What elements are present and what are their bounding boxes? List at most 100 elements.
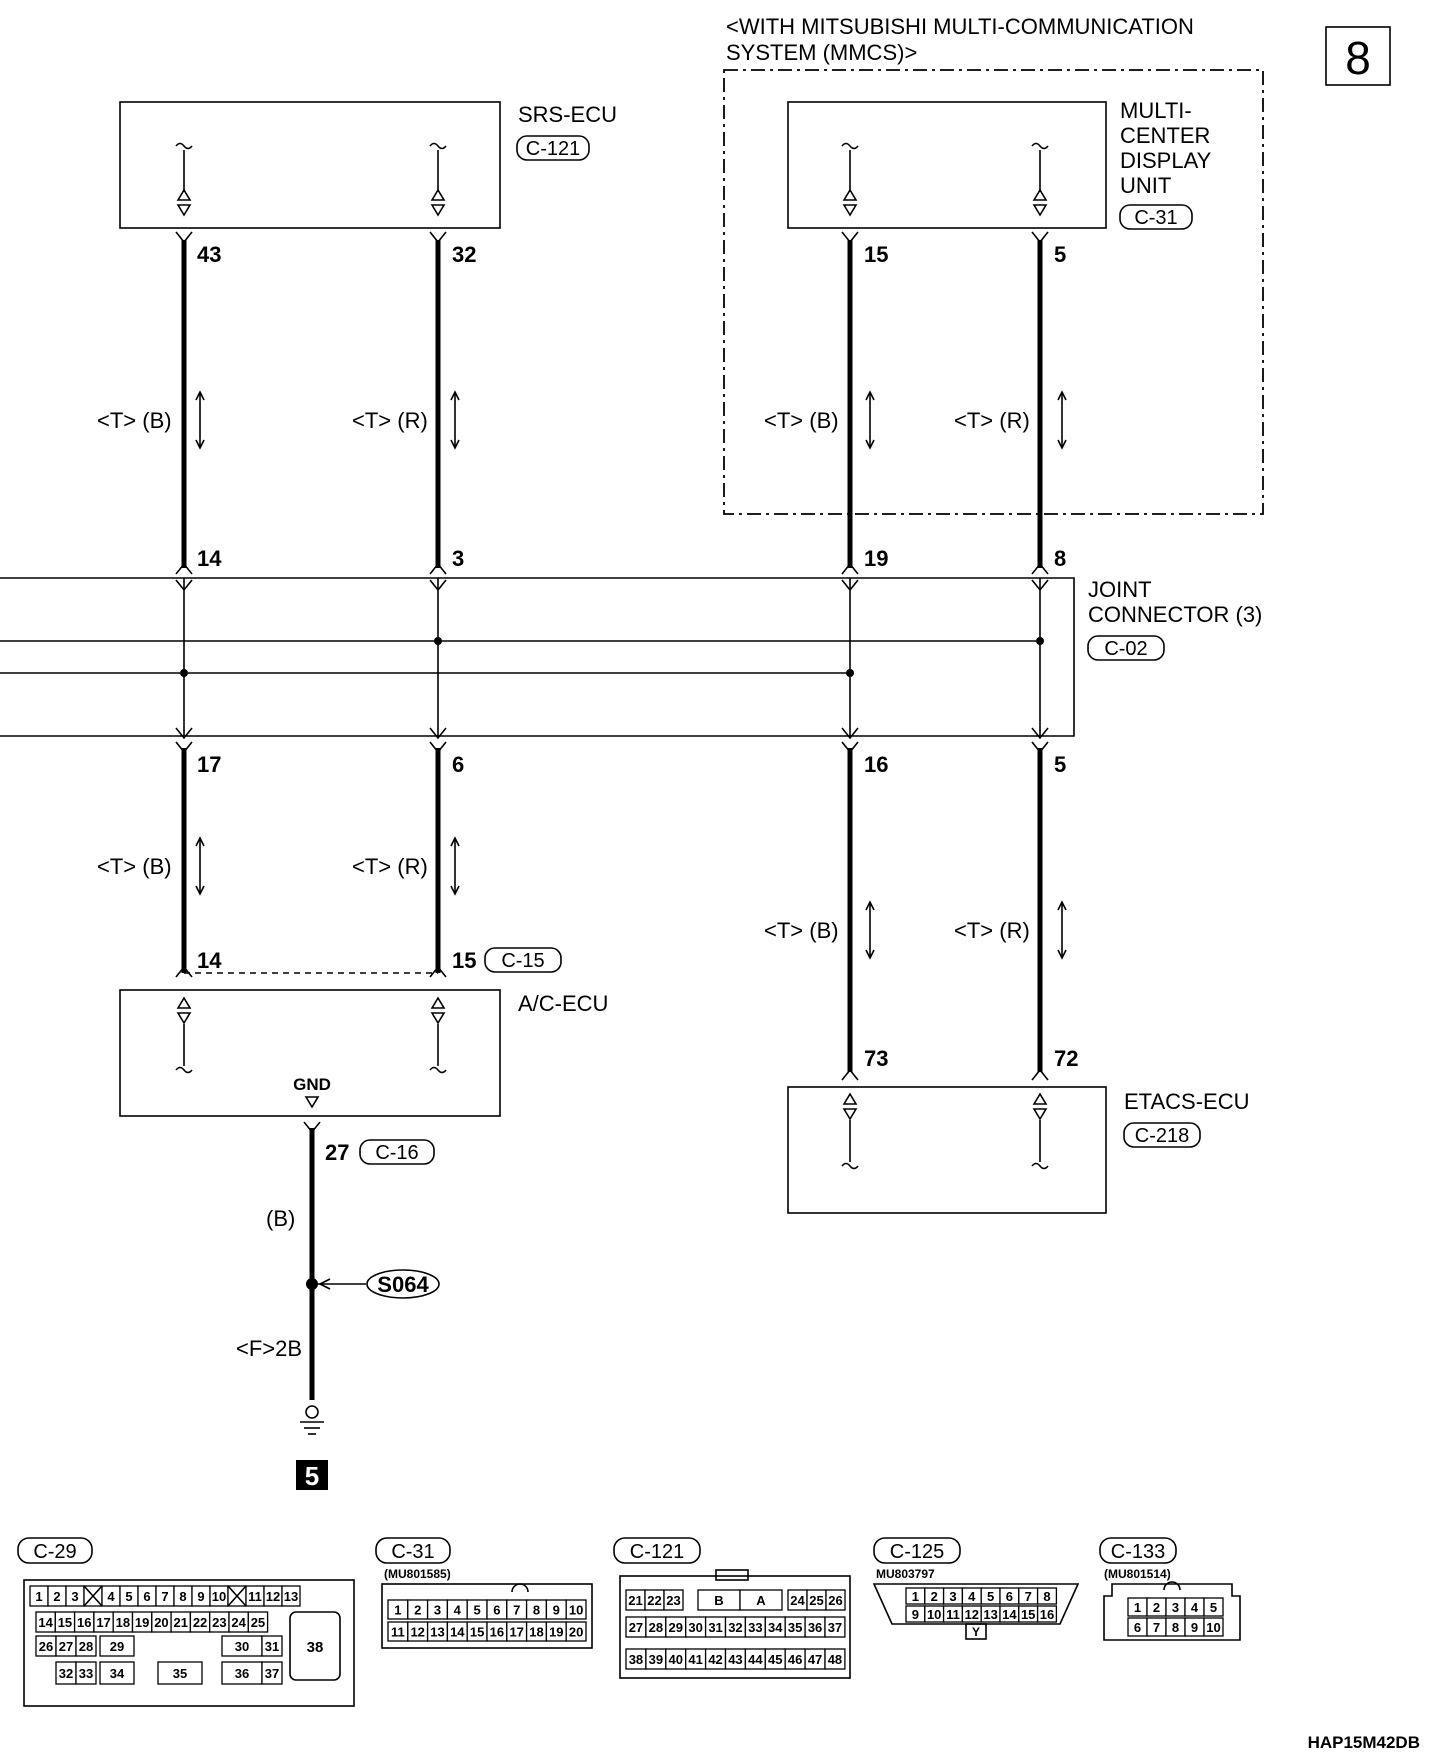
connector-pin: 38	[629, 1652, 643, 1667]
connector-pin: 17	[96, 1615, 110, 1630]
connector-pin: 29	[110, 1639, 124, 1654]
connector-pin-cell	[824, 1648, 846, 1670]
connector-pin: 14	[38, 1615, 53, 1630]
connector-pin: 2	[53, 1589, 60, 1604]
connector-pin: 12	[266, 1589, 280, 1604]
srs-pin32-terminal-icon	[429, 142, 447, 217]
connector-pin: 7	[513, 1603, 520, 1618]
connector-pin: 21	[174, 1615, 188, 1630]
connector-pin-cell	[1036, 1605, 1058, 1623]
wire-color-label: <T> (B)	[764, 408, 839, 433]
connector-pin: 11	[946, 1607, 960, 1622]
connector-pin: 18	[529, 1625, 543, 1640]
ac-ecu-label: A/C-ECU	[518, 991, 608, 1016]
connector-pin: 22	[193, 1615, 207, 1630]
connector-pin: 11	[391, 1625, 405, 1640]
connector-pin: 5	[1210, 1600, 1217, 1615]
connector-pin: 24	[231, 1615, 246, 1630]
etacs-ecu: ETACS-ECU C-218	[787, 1086, 1250, 1214]
pin-label: 15	[452, 948, 476, 973]
connector-pin: B	[714, 1593, 723, 1608]
blank-cavity-icon	[227, 1585, 247, 1607]
pin-label: 72	[1054, 1046, 1078, 1071]
joint-connector-id: C-02	[1104, 638, 1147, 660]
pin-label: 32	[452, 242, 476, 267]
connector-pin: 19	[135, 1615, 149, 1630]
connector-pin: 13	[284, 1589, 298, 1604]
connector-pin: 14	[1002, 1607, 1017, 1622]
connector-pin: 22	[647, 1593, 661, 1608]
connector-pin: 2	[931, 1589, 938, 1604]
connector-pin: 26	[828, 1593, 842, 1608]
connector-pin: 34	[110, 1666, 125, 1681]
connector-pin-cell	[1203, 1617, 1224, 1637]
connector-pin: 25	[809, 1593, 823, 1608]
pin-label: 5	[1054, 242, 1066, 267]
connector-pin-cell	[663, 1589, 684, 1611]
ac-ecu: A/C-ECU GND C-15	[119, 947, 608, 1117]
mcdu-label-1: MULTI-	[1120, 98, 1192, 123]
connector-pin: 3	[949, 1589, 956, 1604]
connector-pin: A	[756, 1593, 766, 1608]
connector-pin: 21	[628, 1593, 642, 1608]
wire-color-label: <T> (B)	[97, 854, 172, 879]
etacs-ecu-connector-id: C-218	[1135, 1125, 1189, 1147]
ac-ecu-gnd-label: GND	[293, 1075, 331, 1094]
connector-pin: 5	[987, 1589, 994, 1604]
bidirectional-arrow-icon	[1057, 390, 1067, 450]
connector-pin: 23	[212, 1615, 226, 1630]
connector-pin: 5	[473, 1603, 480, 1618]
bidirectional-arrows	[195, 390, 1067, 960]
joint-connector: JOINT CONNECTOR (3) C-02	[0, 577, 1262, 737]
mcdu-pin15-terminal-icon	[841, 142, 859, 217]
ground-wire-color: (B)	[266, 1206, 295, 1231]
connector-pin: 30	[235, 1639, 249, 1654]
connector-pin-cell	[565, 1599, 587, 1620]
pin-label: 43	[197, 242, 221, 267]
diagram-footer-code: HAP15M42DB	[1308, 1733, 1420, 1752]
connector-pin-cell	[825, 1589, 846, 1611]
connector-pin: 16	[77, 1615, 91, 1630]
mcdu-label-3: DISPLAY	[1120, 148, 1212, 173]
connector-pin-cell	[75, 1661, 97, 1685]
connector-pin: 10	[1206, 1620, 1220, 1635]
bidirectional-arrow-icon	[865, 390, 875, 450]
connector-pin: 44	[748, 1652, 763, 1667]
connector-pin: 25	[251, 1615, 265, 1630]
joint-connector-label-1: JOINT	[1088, 577, 1152, 602]
pin-label: 19	[864, 546, 888, 571]
connector-pin-cell	[99, 1661, 135, 1685]
wire-color-label: <T> (B)	[764, 918, 839, 943]
connector-pin: 5	[125, 1589, 132, 1604]
pin-label: 27	[325, 1140, 349, 1165]
etacs-pin72-terminal-icon	[1031, 1092, 1049, 1170]
connector-part-number: (MU801514)	[1104, 1567, 1171, 1581]
wire-color-label: <T> (R)	[954, 918, 1030, 943]
connector-view-id: C-133	[1111, 1541, 1165, 1563]
connector-pin: 33	[748, 1620, 762, 1635]
connector-pin: 7	[1025, 1589, 1032, 1604]
connector-pin-cell	[824, 1616, 846, 1638]
connector-pin: 15	[470, 1625, 484, 1640]
blank-cavity-icon	[83, 1585, 103, 1607]
connector-pin: 3	[1172, 1600, 1179, 1615]
connector-pin: 4	[107, 1589, 115, 1604]
connector-pin: 34	[768, 1620, 783, 1635]
mcdu-connector-badge	[1119, 204, 1193, 230]
connector-pin: 46	[788, 1652, 802, 1667]
connector-pin: 28	[79, 1639, 93, 1654]
connector-pin: 37	[828, 1620, 842, 1635]
connector-pin: 31	[265, 1639, 279, 1654]
wire-color-label: <T> (R)	[352, 854, 428, 879]
ground-ref-number: 5	[305, 1461, 319, 1491]
connector-pin-cell	[1036, 1587, 1058, 1605]
connector-pin: 4	[1191, 1600, 1199, 1615]
connector-pin: 48	[828, 1652, 842, 1667]
ac-pin14-terminal-icon	[175, 996, 193, 1074]
bidirectional-arrow-icon	[1057, 900, 1067, 960]
